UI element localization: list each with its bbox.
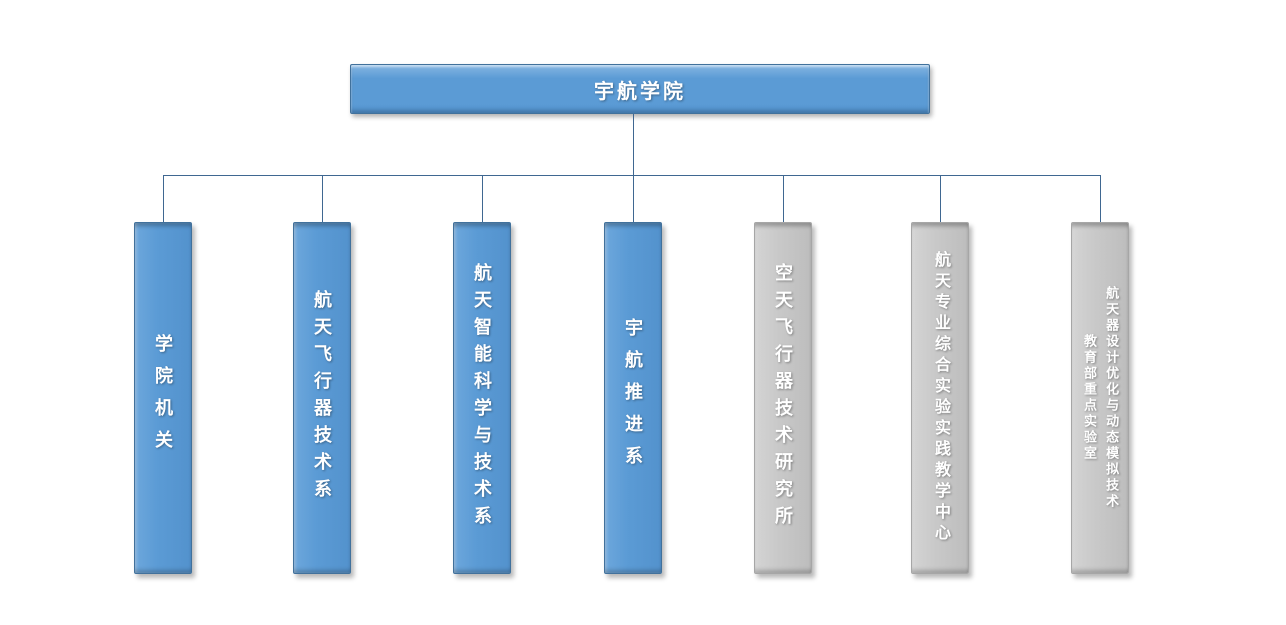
org-node-6-label: 航天专业综合实验实践教学中心 bbox=[932, 251, 949, 545]
org-node-2-label: 航天飞行器技术系 bbox=[312, 290, 332, 506]
connector-drop bbox=[783, 175, 784, 222]
org-node-3: 航天智能科学与技术系 bbox=[453, 222, 511, 574]
connector-trunk bbox=[633, 114, 634, 175]
connector-horizontal bbox=[163, 175, 1100, 176]
org-node-5-label: 空天飞行器技术研究所 bbox=[773, 263, 793, 533]
org-node-4-label: 宇航推进系 bbox=[623, 318, 643, 478]
org-node-root: 宇航学院 bbox=[350, 64, 930, 114]
org-node-1: 学院机关 bbox=[134, 222, 192, 574]
org-node-3-label: 航天智能科学与技术系 bbox=[472, 263, 492, 533]
org-node-1-label: 学院机关 bbox=[153, 334, 173, 462]
connector-drop bbox=[322, 175, 323, 222]
org-node-7: 航天器设计优化与动态模拟技术 教育部重点实验室 bbox=[1071, 222, 1129, 574]
connector-drop bbox=[1100, 175, 1101, 222]
connector-drop bbox=[940, 175, 941, 222]
org-node-4: 宇航推进系 bbox=[604, 222, 662, 574]
connector-drop bbox=[482, 175, 483, 222]
org-node-2: 航天飞行器技术系 bbox=[293, 222, 351, 574]
org-node-5: 空天飞行器技术研究所 bbox=[754, 222, 812, 574]
org-node-root-label: 宇航学院 bbox=[594, 80, 686, 103]
connector-drop bbox=[163, 175, 164, 222]
org-node-7-label: 航天器设计优化与动态模拟技术 教育部重点实验室 bbox=[1082, 286, 1120, 510]
org-node-6: 航天专业综合实验实践教学中心 bbox=[911, 222, 969, 574]
connector-drop bbox=[633, 175, 634, 222]
